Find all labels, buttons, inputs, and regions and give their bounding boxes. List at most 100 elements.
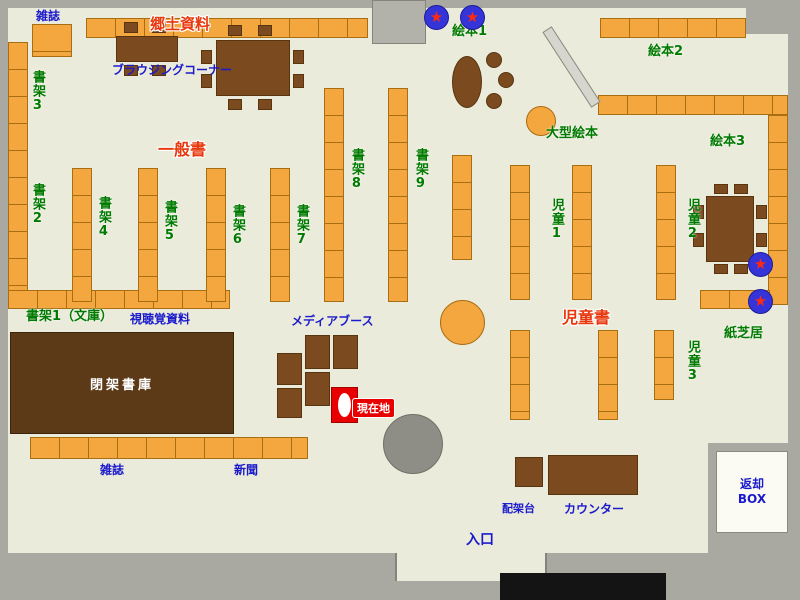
- pillar-top: [372, 0, 426, 44]
- chair: [201, 74, 212, 88]
- chair: [734, 264, 748, 274]
- story-corner-stool: [486, 52, 502, 68]
- label-shelf3: 書架3: [29, 70, 45, 114]
- pillar: [383, 414, 443, 474]
- label-shelf5: 書架5: [161, 200, 177, 244]
- shelf-picture-books-3-top: [598, 95, 788, 115]
- shelf-column-center: [452, 155, 472, 260]
- chair: [714, 264, 728, 274]
- star-marker: ★: [748, 289, 773, 314]
- sorting-table: [515, 457, 543, 487]
- label-children3: 児童3: [684, 340, 700, 384]
- browsing-table-2: [216, 40, 290, 96]
- chair: [714, 184, 728, 194]
- chair: [201, 50, 212, 64]
- story-corner-bench: [452, 56, 482, 108]
- label-shelf9: 書架9: [412, 148, 428, 192]
- label-browsing-corner: ブラウジングコーナー: [112, 63, 233, 77]
- label-magazines-bottom: 雑誌: [100, 463, 125, 477]
- media-booth-unit: [277, 353, 302, 385]
- label-kamishibai: 紙芝居: [724, 326, 764, 341]
- shelf-column-5: [138, 168, 158, 302]
- large-picture-book-stand: [526, 106, 556, 136]
- shelf-column-6: [206, 168, 226, 302]
- shelf-column-8: [324, 88, 344, 302]
- label-entrance: 入口: [466, 532, 494, 548]
- chair: [152, 22, 166, 33]
- star-marker: ★: [460, 5, 485, 30]
- shelf-children-lower-a: [510, 330, 530, 420]
- media-booth-unit: [333, 335, 358, 369]
- chair: [258, 25, 272, 36]
- label-newspaper: 新聞: [234, 463, 259, 477]
- chair: [734, 184, 748, 194]
- shelf-column-4: [72, 168, 92, 302]
- chair: [693, 205, 704, 219]
- entrance-mat: [500, 573, 666, 600]
- media-booth-unit: [277, 388, 302, 418]
- label-children2: 児童2: [684, 198, 700, 242]
- wall-left: [0, 0, 8, 600]
- browsing-table-1: [116, 36, 178, 62]
- label-counter: カウンター: [564, 502, 625, 516]
- shelf-picture-books-2: [600, 18, 746, 38]
- shelf-children-2: [656, 165, 676, 300]
- shelf-column-9: [388, 88, 408, 302]
- chair: [693, 233, 704, 247]
- shelf-right-wall: [768, 115, 788, 305]
- label-shelf4: 書架4: [95, 196, 111, 240]
- shelf-column-left-wall: [8, 42, 28, 292]
- label-shelf1-paperback: 書架1（文庫）: [26, 309, 114, 324]
- shelf-column-7: [270, 168, 290, 302]
- reading-table: [706, 196, 754, 262]
- shelf-children-1a: [510, 165, 530, 300]
- shelf-children-3: [654, 330, 674, 400]
- media-booth-unit: [305, 372, 330, 406]
- shelf-magazines-newspaper: [30, 437, 308, 459]
- star-marker: ★: [748, 252, 773, 277]
- label-children1: 児童1: [548, 198, 564, 242]
- return-box-label-line1: 返却: [739, 477, 764, 491]
- closed-stacks-room: 閉架書庫: [10, 332, 234, 434]
- chair: [756, 205, 767, 219]
- chair: [152, 65, 166, 76]
- label-children-books: 児童書: [562, 308, 611, 327]
- shelf-children-1b: [572, 165, 592, 300]
- label-shelf8: 書架8: [348, 148, 364, 192]
- label-shelf6: 書架6: [229, 204, 245, 248]
- shelf-magazines-top: [32, 24, 72, 57]
- chair: [293, 74, 304, 88]
- label-local-materials: 郷土資料: [150, 15, 211, 33]
- label-large-picture-book: 大型絵本: [546, 126, 599, 141]
- label-picture-book3: 絵本3: [710, 134, 746, 149]
- chair: [124, 22, 138, 33]
- label-picture-book2: 絵本2: [648, 44, 684, 59]
- label-magazines-top: 雑誌: [36, 9, 61, 23]
- current-location-badge: 現在地: [352, 398, 395, 418]
- label-shelf7: 書架7: [293, 204, 309, 248]
- star-marker: ★: [424, 5, 449, 30]
- label-shelf2: 書架2: [29, 183, 45, 227]
- chair: [228, 99, 242, 110]
- shelf-children-lower-b: [598, 330, 618, 420]
- chair: [228, 25, 242, 36]
- closed-stacks-label: 閉架書庫: [89, 377, 154, 393]
- return-box-alcove: 返却 BOX: [716, 451, 788, 533]
- label-audio-visual: 視聴覚資料: [130, 312, 191, 326]
- chair: [756, 233, 767, 247]
- round-table: [440, 300, 485, 345]
- label-media-booth: メディアブース: [291, 314, 374, 328]
- chair: [124, 65, 138, 76]
- label-general-books: 一般書: [158, 140, 207, 159]
- wall-corner-top-right: [746, 0, 800, 34]
- chair: [293, 50, 304, 64]
- story-corner-stool: [498, 72, 514, 88]
- wall-right: [788, 0, 800, 600]
- counter-desk: [548, 455, 638, 495]
- shelf-audio-visual: [8, 290, 230, 309]
- media-booth-unit: [305, 335, 330, 369]
- return-box-label-line2: BOX: [737, 492, 767, 506]
- chair: [258, 99, 272, 110]
- label-sorting-table: 配架台: [502, 502, 535, 515]
